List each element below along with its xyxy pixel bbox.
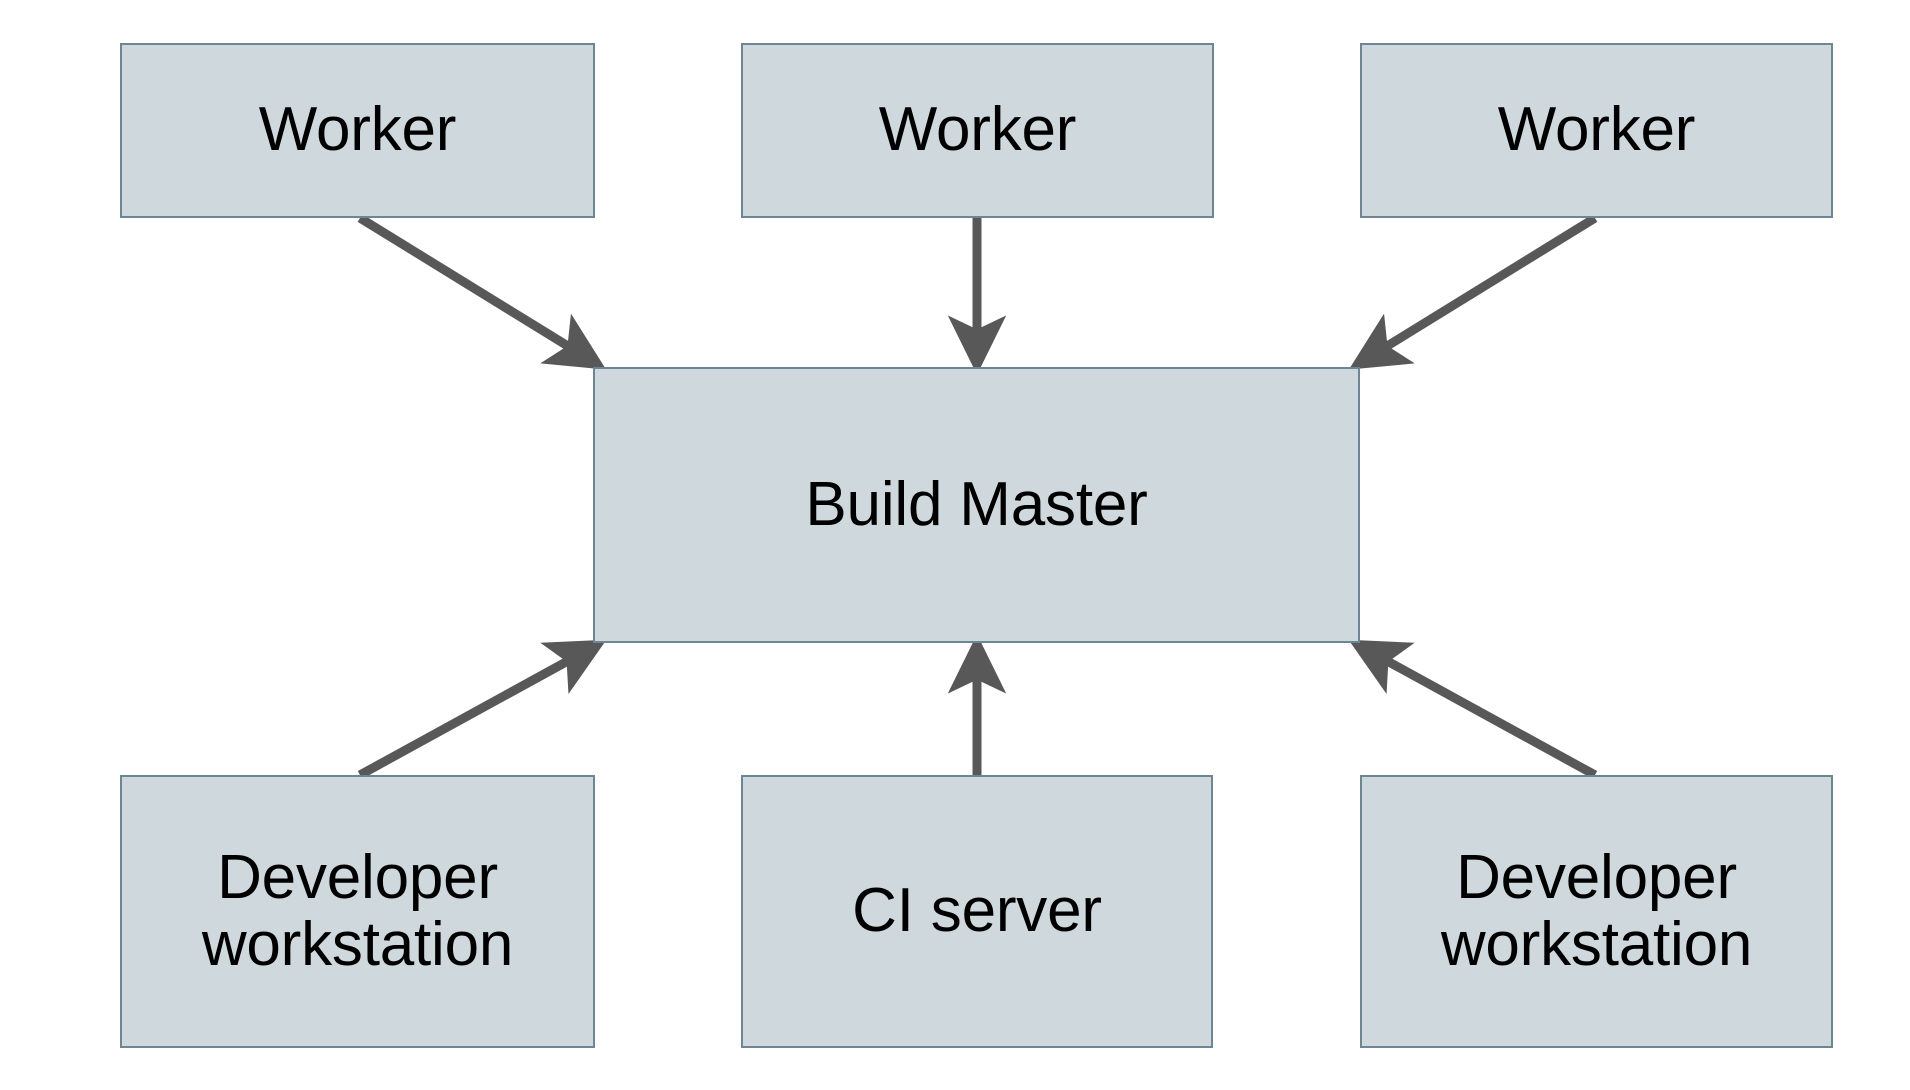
node-worker-left[interactable]: Worker: [120, 43, 595, 218]
node-developer-workstation-right[interactable]: Developer workstation: [1360, 775, 1833, 1048]
edge-developer-left-to-master: [357, 639, 607, 779]
edge-worker-left-to-master: [357, 214, 607, 370]
node-worker-center[interactable]: Worker: [741, 43, 1214, 218]
node-ci-server[interactable]: CI server: [741, 775, 1213, 1048]
node-label-worker-center: Worker: [878, 95, 1077, 165]
node-worker-right[interactable]: Worker: [1360, 43, 1833, 218]
node-build-master[interactable]: Build Master: [593, 367, 1360, 643]
node-label-worker-right: Worker: [1497, 95, 1696, 165]
node-developer-workstation-left[interactable]: Developer workstation: [120, 775, 595, 1048]
edge-developer-right-to-master: [1348, 639, 1598, 779]
node-label-worker-left: Worker: [258, 95, 457, 165]
node-label-developer-workstation-left: Developer workstation: [201, 842, 514, 979]
node-label-build-master: Build Master: [805, 469, 1148, 539]
node-label-developer-workstation-right: Developer workstation: [1440, 842, 1753, 979]
node-label-ci-server: CI server: [852, 876, 1102, 946]
edge-worker-right-to-master: [1348, 214, 1598, 370]
